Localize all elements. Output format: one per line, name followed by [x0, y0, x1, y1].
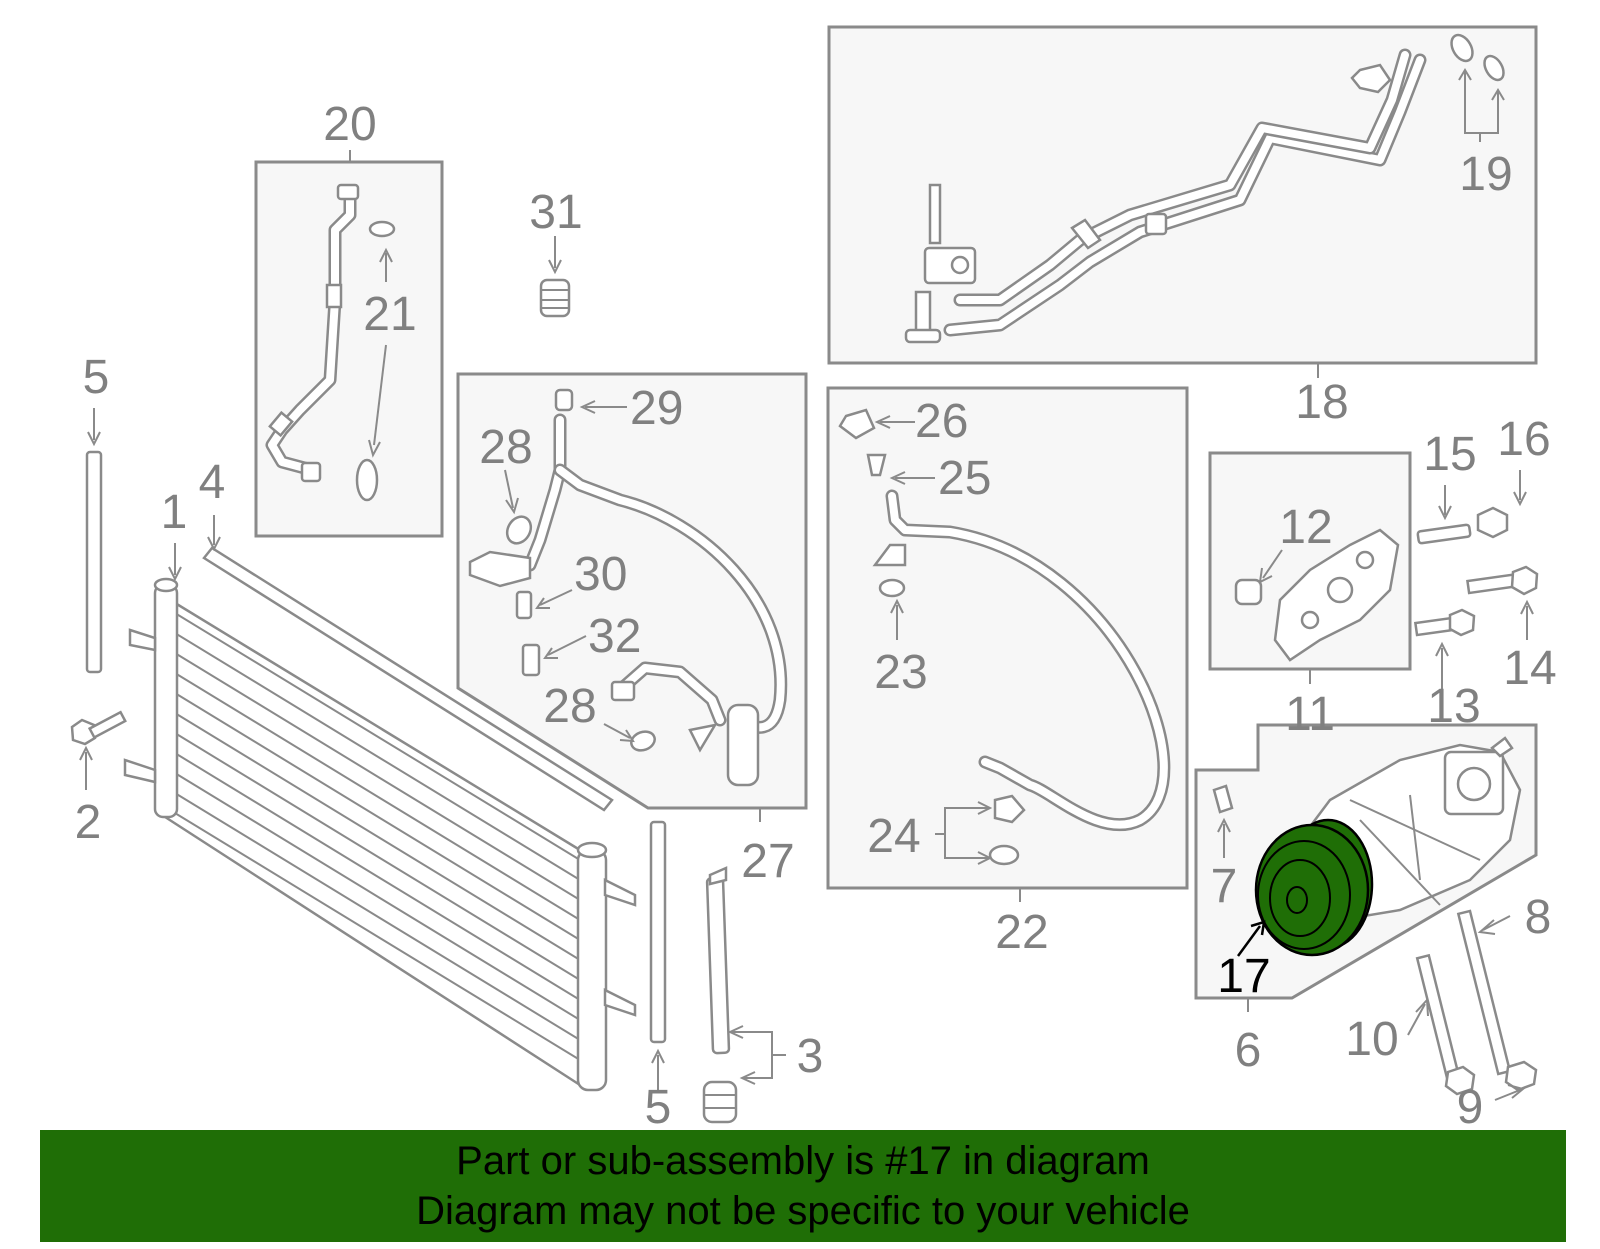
- group-box-27: [456, 372, 808, 810]
- condenser-1: [123, 543, 637, 1092]
- compressor-6: [1212, 736, 1522, 922]
- clutch-assembly-17-highlighted: [1236, 818, 1374, 957]
- label-12: 12: [1279, 501, 1332, 554]
- banner-line-disclaimer: Diagram may not be specific to your vehi…: [416, 1189, 1190, 1233]
- label-26: 26: [915, 395, 968, 448]
- banner-line-part-number: Part or sub-assembly is #17 in diagram: [456, 1139, 1150, 1183]
- label-2: 2: [75, 796, 102, 849]
- seal-strip-4: [202, 515, 614, 812]
- label-5-right: 5: [645, 1081, 672, 1134]
- label-3: 3: [797, 1030, 824, 1083]
- label-10: 10: [1345, 1013, 1398, 1066]
- o-rings-19: [1450, 33, 1505, 142]
- label-28-bottom: 28: [543, 680, 596, 733]
- label-9: 9: [1457, 1081, 1484, 1134]
- label-25: 25: [938, 452, 991, 505]
- highlight-banner: Part or sub-assembly is #17 in diagram D…: [40, 1130, 1566, 1242]
- bracket-11: [1234, 528, 1400, 662]
- drier-3: [702, 866, 786, 1124]
- label-24: 24: [867, 810, 920, 863]
- label-1: 1: [161, 486, 188, 539]
- label-14: 14: [1503, 642, 1556, 695]
- hose-20: [265, 183, 360, 483]
- bolt-8: [1456, 909, 1512, 1076]
- label-30: 30: [574, 548, 627, 601]
- bolt-2: [70, 710, 127, 790]
- label-11: 11: [1285, 688, 1335, 741]
- refrigerant-line-18: [904, 48, 1427, 344]
- bushing-31: [539, 236, 571, 318]
- label-7: 7: [1211, 860, 1238, 913]
- label-16: 16: [1497, 413, 1550, 466]
- label-28-top: 28: [479, 421, 532, 474]
- label-5-left: 5: [83, 351, 110, 404]
- label-23: 23: [874, 646, 927, 699]
- label-17: 17: [1217, 950, 1270, 1003]
- label-18: 18: [1295, 376, 1348, 429]
- seal-strip-5-right: [649, 820, 667, 1090]
- stud-15: [1416, 523, 1472, 545]
- label-32: 32: [588, 610, 641, 663]
- suction-line-27: [468, 388, 788, 787]
- long-bolts-8-10: [1407, 909, 1538, 1101]
- label-19: 19: [1459, 148, 1512, 201]
- label-8: 8: [1525, 891, 1552, 944]
- label-21: 21: [363, 288, 416, 341]
- label-27: 27: [741, 835, 794, 888]
- label-4: 4: [199, 456, 226, 509]
- label-13: 13: [1427, 680, 1480, 733]
- bolts-13-16: [1413, 470, 1539, 690]
- label-31: 31: [529, 186, 582, 239]
- label-22: 22: [995, 906, 1048, 959]
- o-ring-21: [355, 220, 396, 502]
- label-6: 6: [1235, 1024, 1262, 1077]
- label-29: 29: [630, 382, 683, 435]
- nut-16: [1476, 506, 1509, 539]
- callout-labels: 20 21 31 29 28 30 32 28 27 19 18 26 25 2…: [75, 98, 1557, 1134]
- label-20: 20: [323, 98, 376, 151]
- bolt-10: [1415, 953, 1461, 1082]
- label-15: 15: [1423, 428, 1476, 481]
- discharge-line-22: [838, 408, 1171, 866]
- seal-strip-5-left: [85, 408, 103, 674]
